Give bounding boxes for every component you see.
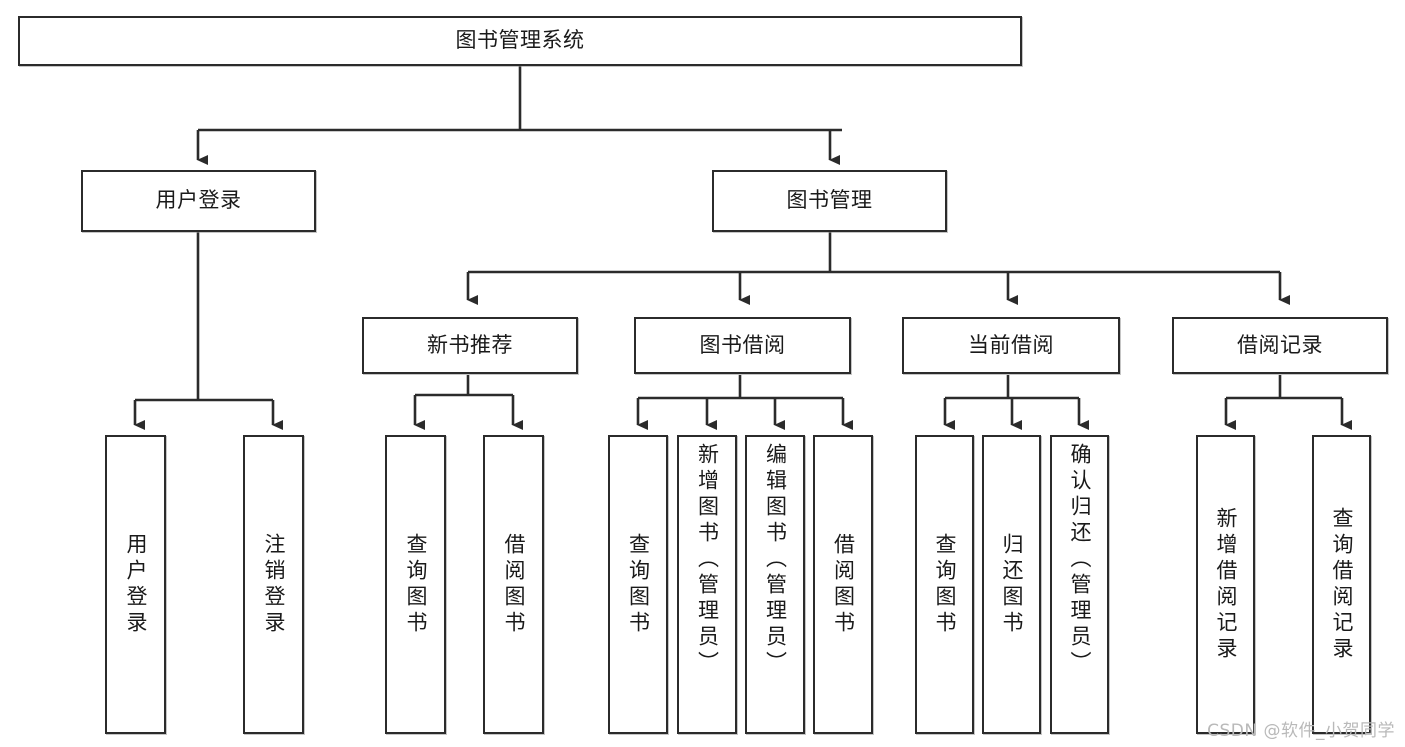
node-label: 借阅图书 bbox=[831, 532, 856, 637]
leaf-book-borrow-add-book-admin[interactable]: 新增图书（管理员） bbox=[677, 435, 737, 734]
node-label: 用户登录 bbox=[155, 188, 242, 213]
node-label: 借阅图书 bbox=[502, 532, 526, 637]
leaf-user-login-logout[interactable]: 注销登录 bbox=[243, 435, 304, 734]
node-label: 查询图书 bbox=[626, 532, 651, 637]
leaf-borrow-record-query-record[interactable]: 查询借阅记录 bbox=[1312, 435, 1371, 734]
node-label: 当前借阅 bbox=[968, 332, 1054, 357]
node-new-book-recommend[interactable]: 新书推荐 bbox=[362, 317, 578, 374]
node-label: 新书推荐 bbox=[427, 332, 513, 357]
leaf-book-borrow-borrow-book[interactable]: 借阅图书 bbox=[813, 435, 873, 734]
node-label: 查询图书 bbox=[404, 532, 428, 637]
node-label: 归还图书 bbox=[1000, 532, 1024, 637]
node-label: 图书借阅 bbox=[699, 332, 786, 357]
node-user-login[interactable]: 用户登录 bbox=[81, 170, 316, 232]
node-label: 注销登录 bbox=[262, 532, 286, 637]
node-current-borrow[interactable]: 当前借阅 bbox=[902, 317, 1120, 374]
node-label: 新增借阅记录 bbox=[1214, 506, 1238, 663]
leaf-current-borrow-return-book[interactable]: 归还图书 bbox=[982, 435, 1041, 734]
node-label: 图书管理系统 bbox=[455, 28, 585, 53]
node-label: 新增图书（管理员） bbox=[695, 443, 720, 677]
node-root-book-management-system[interactable]: 图书管理系统 bbox=[18, 16, 1022, 66]
csdn-watermark: CSDN @软件_小贺同学 bbox=[1207, 721, 1395, 741]
node-label: 编辑图书（管理员） bbox=[763, 443, 788, 677]
node-label: 借阅记录 bbox=[1237, 332, 1323, 357]
leaf-current-borrow-query-book[interactable]: 查询图书 bbox=[915, 435, 974, 734]
node-borrow-record[interactable]: 借阅记录 bbox=[1172, 317, 1388, 374]
node-book-borrow[interactable]: 图书借阅 bbox=[634, 317, 851, 374]
leaf-borrow-record-add-record[interactable]: 新增借阅记录 bbox=[1196, 435, 1255, 734]
leaf-current-borrow-confirm-return-admin[interactable]: 确认归还（管理员） bbox=[1050, 435, 1109, 734]
node-label: 查询借阅记录 bbox=[1330, 506, 1354, 663]
leaf-new-book-borrow-book[interactable]: 借阅图书 bbox=[483, 435, 544, 734]
node-label: 用户登录 bbox=[124, 532, 148, 637]
node-book-management[interactable]: 图书管理 bbox=[712, 170, 947, 232]
leaf-new-book-query-book[interactable]: 查询图书 bbox=[385, 435, 446, 734]
node-label: 图书管理 bbox=[786, 188, 873, 213]
node-label: 查询图书 bbox=[933, 532, 957, 637]
leaf-book-borrow-edit-book-admin[interactable]: 编辑图书（管理员） bbox=[745, 435, 805, 734]
leaf-user-login-login[interactable]: 用户登录 bbox=[105, 435, 166, 734]
node-label: 确认归还（管理员） bbox=[1068, 443, 1092, 677]
leaf-book-borrow-query-book[interactable]: 查询图书 bbox=[608, 435, 668, 734]
